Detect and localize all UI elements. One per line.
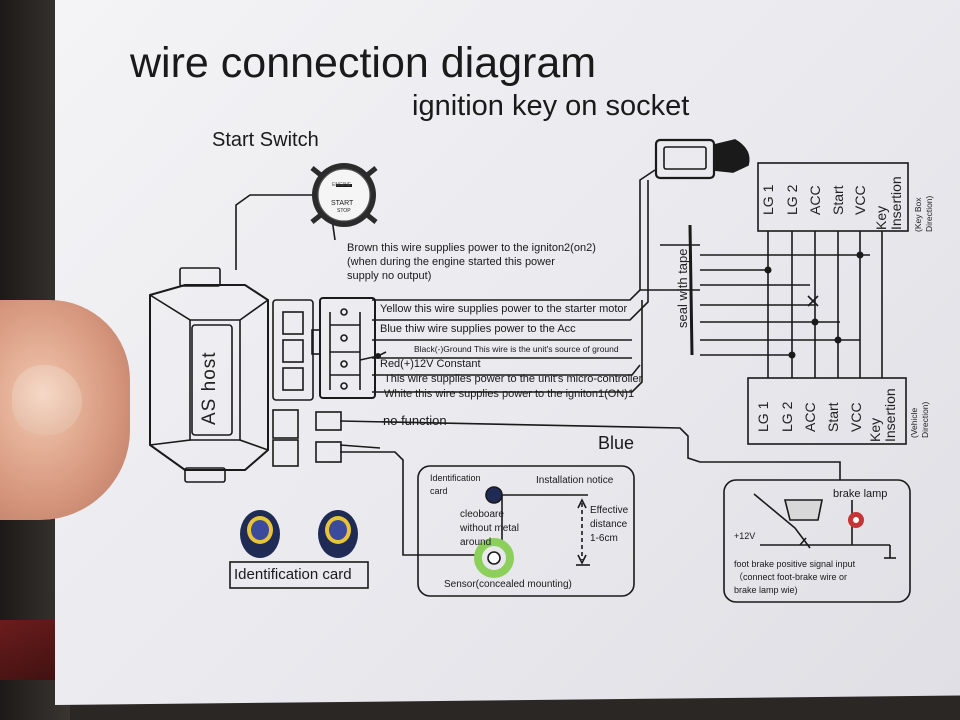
keybox-pin-lg2: LG 2 (784, 184, 800, 215)
sensor-cleo-3: around (460, 537, 492, 548)
wire-micro: This wire supplies power to the unit's m… (384, 373, 643, 385)
brown-wire-line-1: Brown this wire supplies power to the ig… (347, 242, 596, 254)
start-button-main-text: START (331, 200, 354, 207)
vehicle-pin-header (747, 377, 907, 445)
key-socket-connector (654, 138, 750, 180)
vehicle-direction-1: (Vehicle (909, 407, 919, 438)
vehicle-pin-vcc: VCC (848, 402, 864, 432)
keybox-pin-vcc: VCC (852, 185, 868, 215)
wire-red: Red(+)12V Constant (380, 358, 481, 370)
vehicle-pin-acc: ACC (802, 402, 818, 432)
blue-wire-label: Blue (598, 433, 635, 453)
start-button-bottom-text: STOP (337, 208, 351, 214)
keybox-direction-2: Direction) (924, 195, 934, 232)
sensor-id-card-2: card (430, 486, 448, 496)
vehicle-pin-key-insertion: Key Insertion (867, 388, 899, 442)
wire-black: Black(-)Ground This wire is the unit's s… (414, 344, 619, 354)
vehicle-pin-lg2: LG 2 (779, 401, 795, 432)
brake-lamp-box (723, 479, 911, 603)
sensor-cleo-2: without metal (460, 523, 519, 534)
start-button-graphic (310, 163, 378, 227)
identification-card-label: Identification card (234, 566, 352, 583)
sensor-label: Sensor(concealed mounting) (444, 579, 572, 590)
keybox-pin-start: Start (830, 185, 846, 215)
vehicle-pin-start: Start (825, 402, 841, 432)
start-button-top-text: ENGINE (332, 182, 352, 188)
thumbnail-nail (12, 365, 82, 435)
seal-label: seal with tape (675, 248, 690, 329)
vehicle-direction-2: Direction) (920, 401, 930, 438)
diagram-title: wire connection diagram (130, 39, 597, 87)
host-module (149, 267, 269, 483)
keybox-pin-lg1: LG 1 (760, 184, 776, 215)
vehicle-pin-lg1: LG 1 (755, 401, 771, 432)
installation-notice: Installation notice (536, 475, 614, 486)
junction-dots (375, 251, 864, 359)
connector-pins (340, 308, 348, 390)
sensor-cleo-1: cleoboare (460, 509, 504, 520)
sensor-box (417, 465, 635, 597)
brake-note-3: brake lamp wie) (734, 585, 798, 595)
wire-blue: Blue thiw wire supplies power to the Acc (380, 323, 576, 335)
wire-bundle (235, 169, 841, 556)
host-label: AS host (199, 351, 220, 425)
keybox-pin-acc: ACC (807, 185, 823, 215)
effective-1: Effective (590, 505, 629, 516)
id-card-fobs (240, 510, 358, 558)
brake-lamp-label: brake lamp (833, 488, 888, 500)
brown-wire-line-2: (when during the engine started this pow… (347, 256, 555, 268)
connector-blocks (272, 297, 376, 467)
brake-note-2: （connect foot-brake wire or (734, 572, 848, 582)
key-box-pin-header (757, 162, 909, 232)
wire-white: White this wire supplies power to the ig… (384, 388, 635, 400)
card-label-box (229, 561, 369, 589)
sensor-id-card-1: Identification (430, 473, 481, 483)
effective-2: distance (590, 519, 628, 530)
keybox-pin-key-insertion: Key Insertion (873, 176, 905, 230)
wire-yellow: Yellow this wire supplies power to the s… (380, 303, 628, 315)
start-switch-label: Start Switch (212, 129, 319, 151)
no-function-label: no function (383, 413, 447, 428)
brown-wire-line-3: supply no output) (347, 270, 432, 282)
cross-mark (807, 295, 819, 307)
brake-note-1: foot brake positive signal input (734, 559, 856, 569)
diagram-subtitle: ignition key on socket (412, 90, 690, 122)
keybox-direction-1: (Key Box (913, 197, 923, 233)
brake-12v-label: +12V (734, 531, 756, 541)
effective-3: 1-6cm (590, 533, 618, 544)
